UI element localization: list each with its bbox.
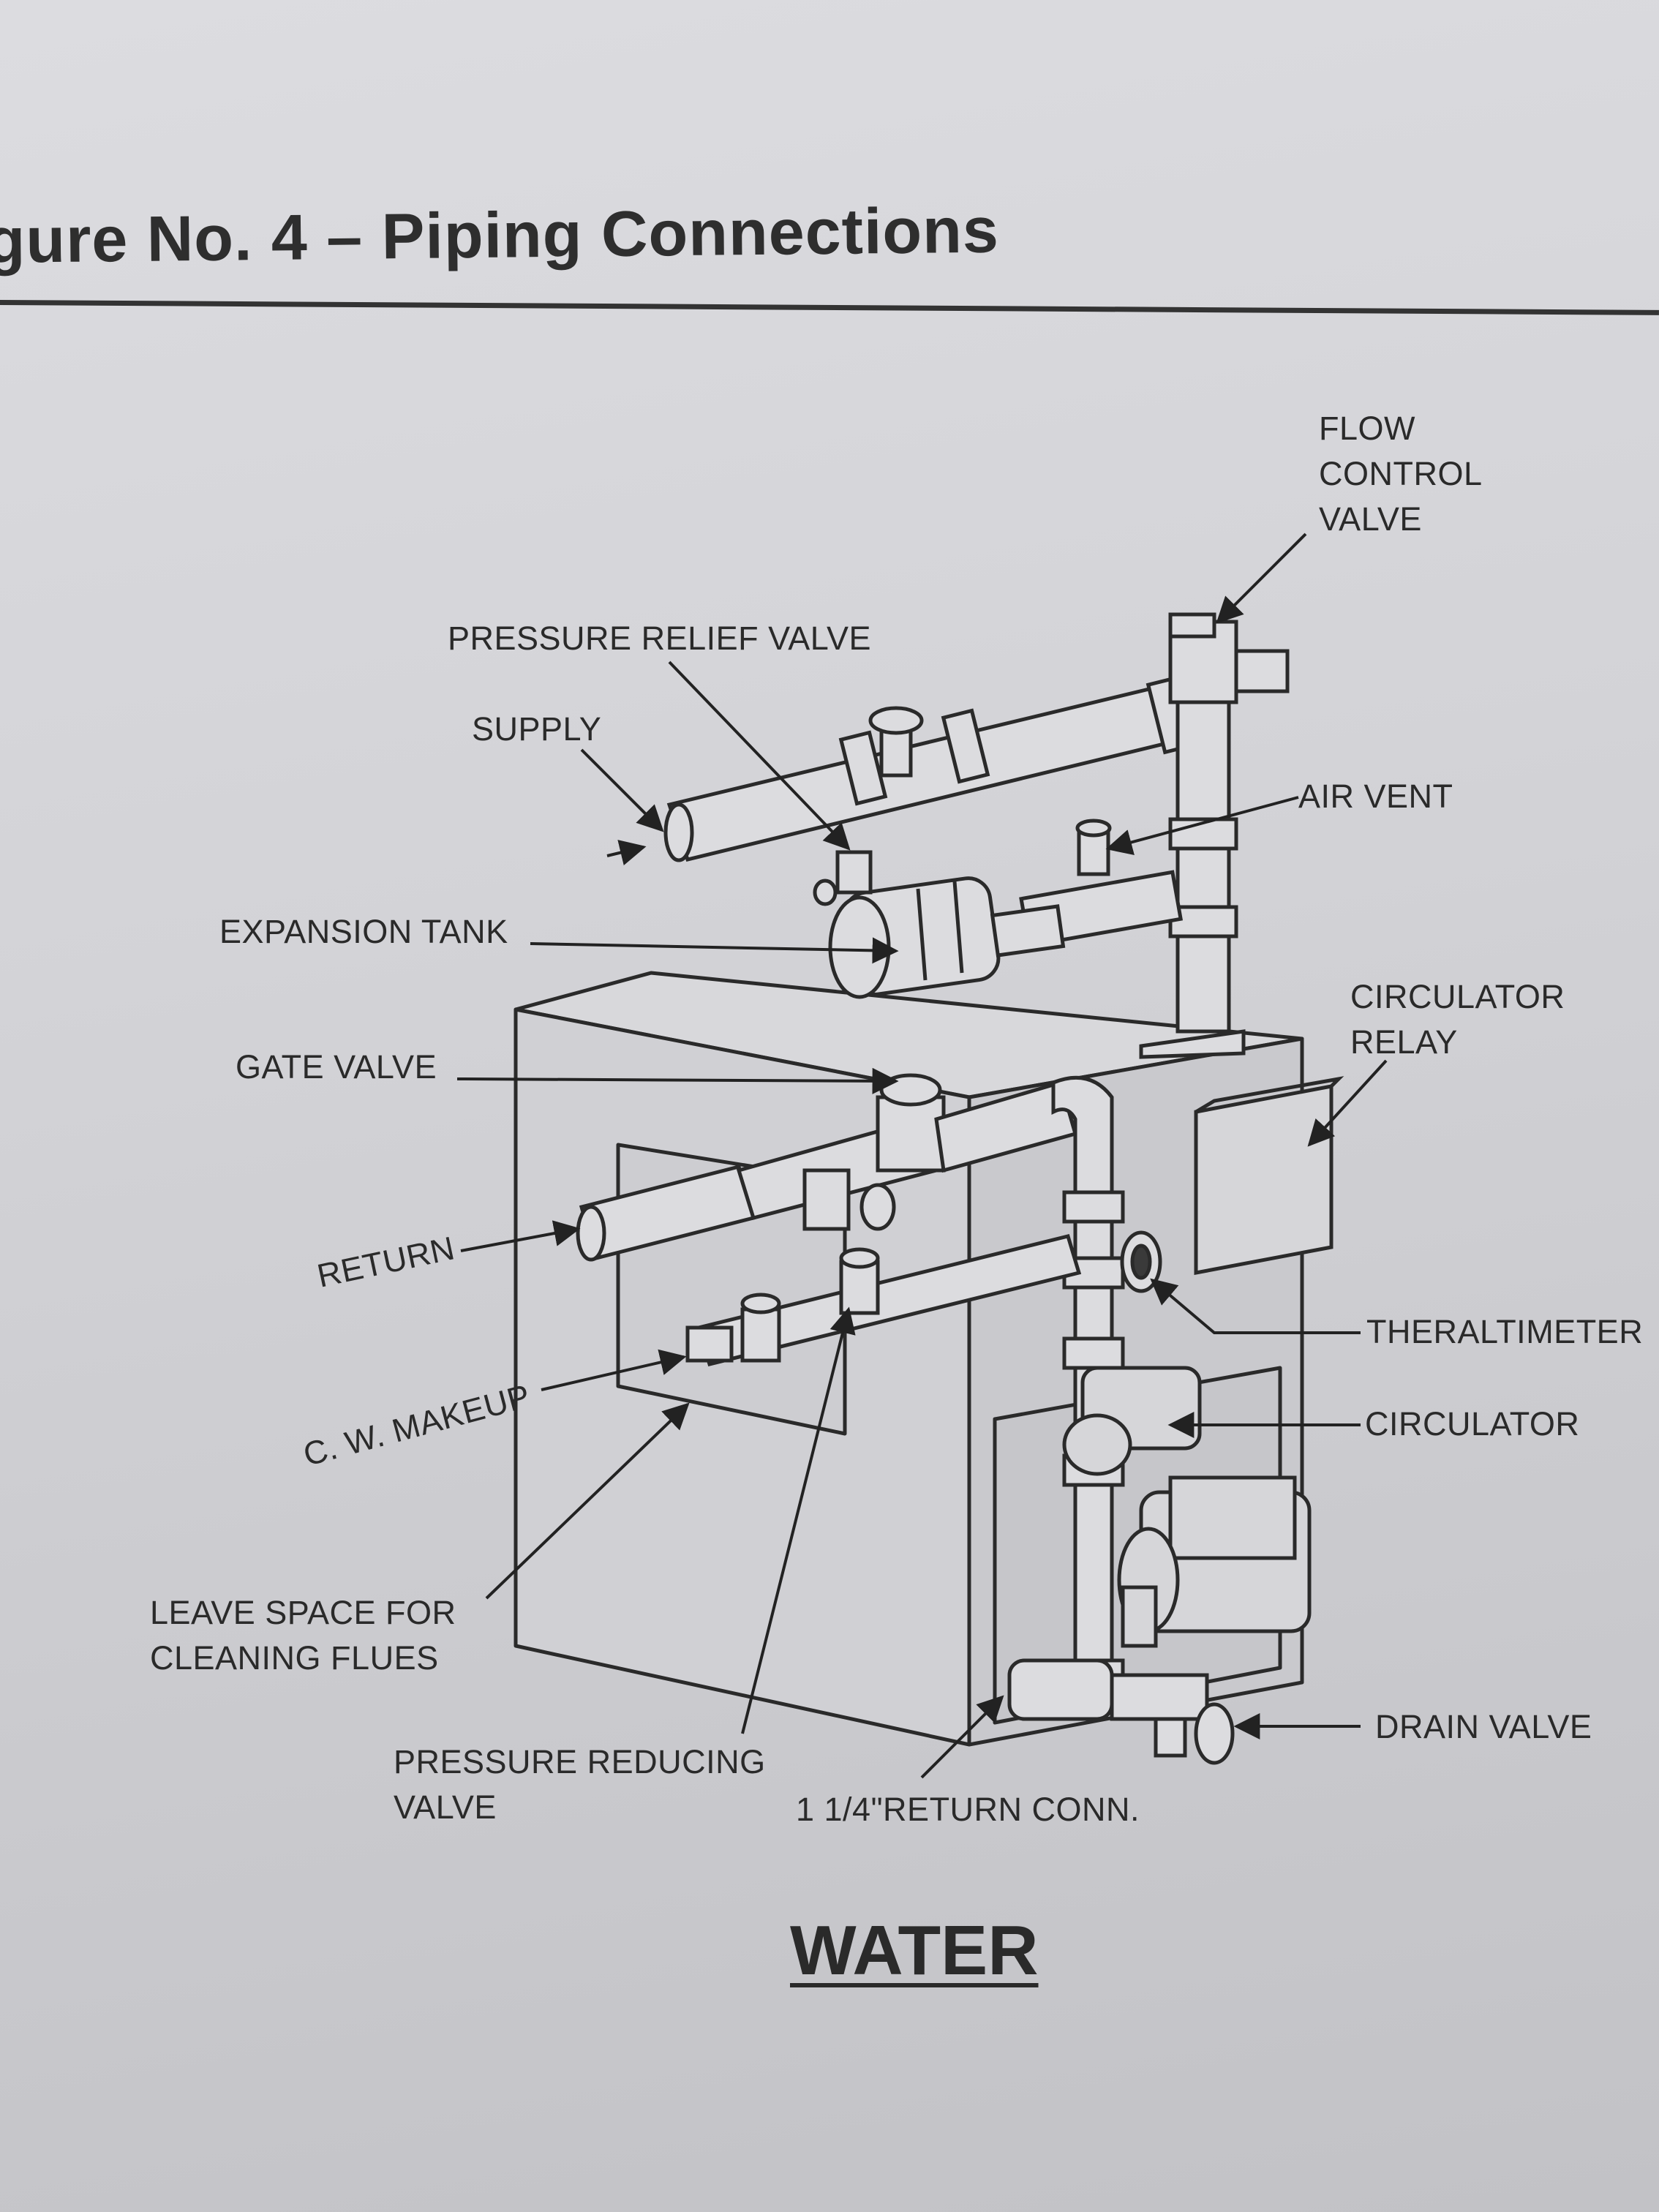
- label-pressure-reducing-2: VALVE: [394, 1788, 497, 1826]
- leader-flow-control: [1216, 533, 1307, 624]
- riser-pipe: [1139, 700, 1246, 1059]
- leader-circulator-relay: [1307, 1059, 1388, 1147]
- expansion-tank: [813, 850, 1066, 999]
- leader-return-conn: [920, 1695, 1004, 1779]
- label-circulator-relay-1: CIRCULATOR: [1350, 978, 1565, 1015]
- label-circulator-relay-2: RELAY: [1350, 1023, 1458, 1061]
- supply-pipe: [663, 674, 1200, 862]
- label-gate-valve: GATE VALVE: [236, 1048, 437, 1086]
- leader-cw-makeup: [541, 1349, 687, 1391]
- leader-lines: [456, 533, 1388, 1779]
- label-expansion-tank: EXPANSION TANK: [219, 913, 508, 950]
- label-drain-valve: DRAIN VALVE: [1375, 1708, 1592, 1745]
- return-connection: [1007, 1658, 1235, 1765]
- label-leave-space-2: CLEANING FLUES: [150, 1639, 439, 1677]
- label-flow-control-valve-3: VALVE: [1319, 500, 1422, 538]
- leader-supply-arrow: [606, 840, 647, 866]
- label-flow-control-valve-1: FLOW: [1319, 410, 1415, 447]
- theraltimeter: [1120, 1230, 1162, 1293]
- leader-theraltimeter: [1150, 1278, 1361, 1334]
- diagram-caption: WATER: [790, 1911, 1039, 1990]
- leader-expansion-tank: [530, 937, 899, 964]
- leader-gate-valve: [456, 1067, 899, 1094]
- label-leave-space-1: LEAVE SPACE FOR: [150, 1594, 456, 1631]
- label-pressure-reducing-1: PRESSURE REDUCING: [394, 1743, 766, 1780]
- label-circulator: CIRCULATOR: [1365, 1405, 1580, 1442]
- leader-pressure-relief: [668, 661, 851, 851]
- circulator-relay-box: [1194, 1076, 1344, 1276]
- label-flow-control-valve-2: CONTROL: [1319, 455, 1483, 492]
- leader-return: [460, 1220, 581, 1252]
- leader-supply: [580, 748, 664, 832]
- leader-air-vent: [1105, 796, 1299, 855]
- leader-leave-space: [485, 1402, 690, 1600]
- label-return-conn: 1 1/4"RETURN CONN.: [796, 1791, 1140, 1828]
- pressure-relief-valve: [868, 706, 924, 778]
- flow-control-valve: [1168, 612, 1290, 704]
- label-supply: SUPPLY: [472, 710, 602, 748]
- label-pressure-relief-valve: PRESSURE RELIEF VALVE: [448, 620, 872, 657]
- label-air-vent: AIR VENT: [1298, 778, 1453, 815]
- leader-pressure-reducing: [741, 1306, 856, 1734]
- label-theraltimeter: THERALTIMETER: [1366, 1313, 1644, 1350]
- cw-makeup-pipe: [685, 1234, 1082, 1366]
